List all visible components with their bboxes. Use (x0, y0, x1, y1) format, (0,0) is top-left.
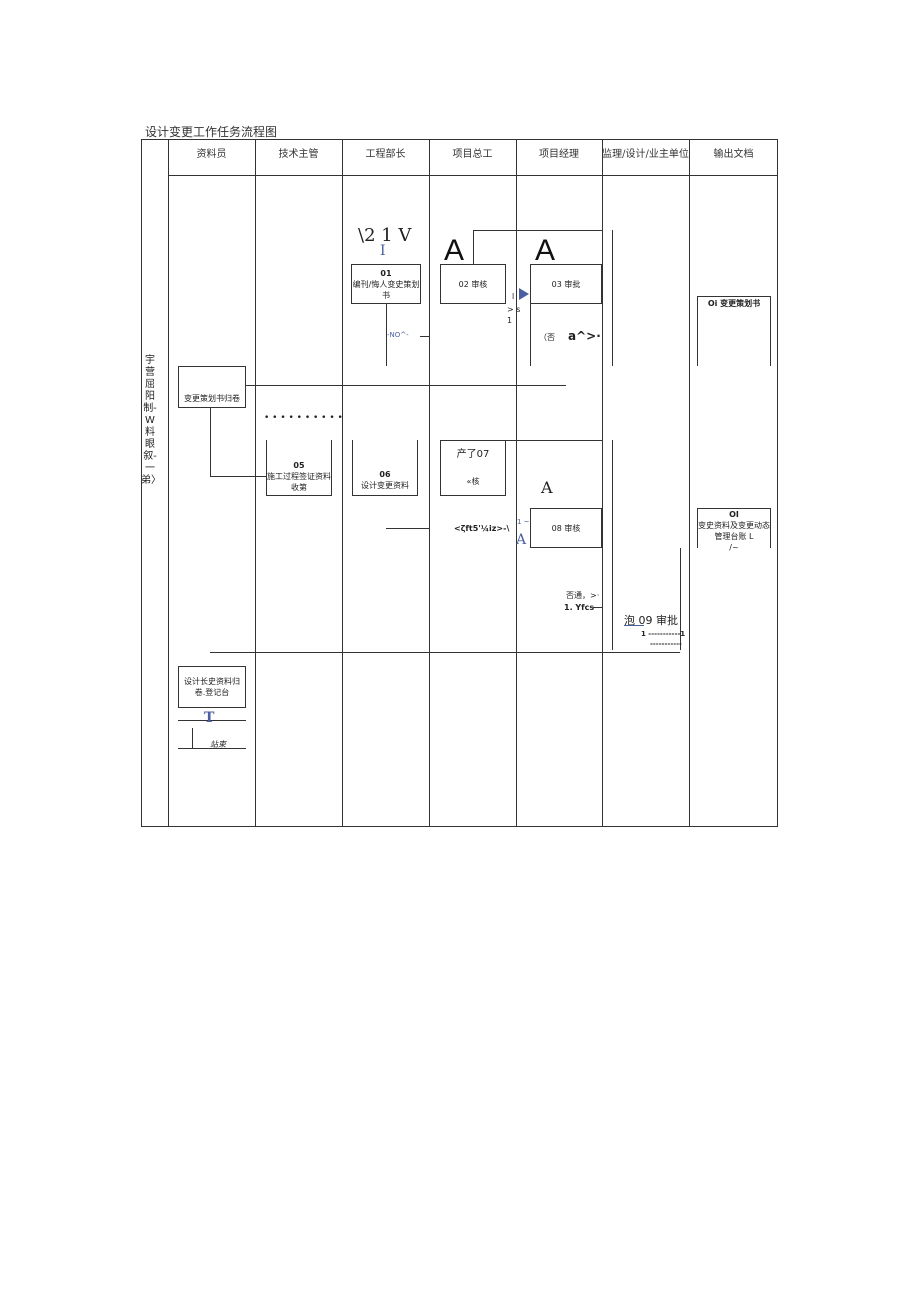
mark-s: > s (507, 305, 521, 314)
header-tech-lead: 技术主管 (278, 149, 319, 160)
mark-v21v: \2 1 V (358, 225, 412, 246)
node-label: 变更策划书归卷 (184, 394, 240, 403)
node-number: 01 (380, 268, 392, 278)
mark-one-tilde: 1 ~ (517, 518, 530, 526)
connector-line (420, 336, 430, 337)
connector-line (473, 230, 602, 231)
connector-line (593, 607, 603, 608)
col-divider (689, 139, 690, 827)
header-divider (168, 175, 778, 176)
output-change-ledger[interactable]: OI 变史资料及变更动态管理台账 L /~ (697, 508, 771, 552)
node-label: 施工过程签证资料收第 (267, 472, 331, 492)
node-07-review[interactable]: 产了07 «核 (440, 440, 506, 496)
node-label: 08 审核 (551, 523, 581, 533)
header-supervisor: 监理/设计/业主单位 (602, 149, 689, 160)
col-divider (168, 139, 169, 827)
col-divider (516, 139, 517, 827)
output-label: 变史资料及变更动态管理台账 L (698, 521, 770, 541)
col-divider (602, 139, 603, 827)
connector-line (506, 440, 602, 441)
node-number: 06 (379, 470, 391, 479)
connector-line (178, 720, 246, 721)
dash-line: ----------- (650, 640, 682, 648)
connector-line (612, 230, 613, 366)
col-divider (255, 139, 256, 827)
col-divider (429, 139, 430, 827)
mark-a-manager: A (535, 234, 556, 267)
connector-line (530, 304, 531, 366)
node-label: 02 审核 (458, 279, 488, 289)
node-number: 05 (293, 461, 305, 470)
row-divider (210, 652, 680, 653)
label-a-arrow: a^>· (568, 329, 601, 343)
diagram-title: 设计变更工作任务流程图 (145, 125, 278, 139)
dash-line: 1 -----------1 (641, 630, 686, 638)
node-archive-plan[interactable]: 变更策划书归卷 (178, 366, 246, 408)
connector-line (697, 508, 698, 548)
node-05-collect-visa[interactable]: 05 施工过程签证资料收第 (266, 440, 332, 496)
end-node[interactable]: 站束 (210, 740, 226, 749)
connector-line (386, 304, 387, 366)
connector-line (473, 230, 474, 264)
mark-i: I (380, 243, 386, 259)
header-engineering-head: 工程部长 (365, 149, 406, 160)
node-06-design-change[interactable]: 06 设计变更资料 (352, 440, 418, 496)
connector-line (178, 748, 246, 749)
connector-line (680, 548, 681, 650)
connector-line (192, 728, 193, 748)
node-archive-design-change[interactable]: 设计长史资料归卷.登记台 (178, 666, 246, 708)
node-01-compile-plan[interactable]: 01 编刊/悔人变史策划书 (351, 264, 421, 304)
flow-table (141, 139, 778, 827)
node-02-review[interactable]: 02 审核 (440, 264, 506, 304)
output-change-plan[interactable]: Oi 变更策划书 (697, 296, 771, 310)
mark-l: l (512, 292, 515, 301)
node-label: 设计长史资料归卷.登记台 (184, 677, 240, 697)
node-label: 03 审批 (551, 279, 581, 289)
node-label: 编刊/悔人变史策划书 (352, 279, 420, 300)
node-09-approve[interactable]: 泡 09 审批 (624, 614, 678, 627)
connector-line (624, 625, 644, 626)
connector-line (386, 528, 430, 529)
output-tail: /~ (729, 543, 739, 552)
connector-line (770, 296, 771, 366)
connector-line (210, 408, 211, 476)
connector-line (516, 278, 517, 304)
header-project-manager: 项目经理 (539, 149, 579, 160)
header-clerk: 资料员 (196, 149, 227, 160)
label-zft: <ζft5'¼iz>-\ (454, 524, 510, 533)
connector-line (770, 508, 771, 548)
node-number: 产了07 (456, 449, 490, 460)
mark-a-blue: A (516, 532, 527, 548)
label-no: -NO^- (387, 331, 409, 339)
mark-a-small: A (541, 478, 553, 497)
label-pass: 否通，>· (566, 591, 600, 600)
header-chief-engineer: 项目总工 (452, 149, 493, 160)
mark-one: 1 (507, 316, 513, 325)
node-label: 设计变更资料 (361, 481, 409, 490)
output-label: Oi 变更策划书 (707, 299, 761, 308)
connector-line (697, 296, 698, 366)
connector-line (210, 476, 266, 477)
output-number: OI (729, 510, 739, 519)
connector-line (612, 440, 613, 650)
header-output-docs: 输出文档 (713, 149, 754, 160)
arrow-right-icon (519, 288, 529, 300)
side-label: 宇营屈阳制-W 料眼叙-一弟〉 (141, 355, 161, 486)
mark-t: T (204, 710, 215, 726)
label-yfcs: 1. Yfcs (564, 603, 595, 612)
node-03-approve[interactable]: 03 审批 (530, 264, 602, 304)
connector-line (246, 385, 566, 386)
dotted-marker: • • • • • • • • • • (264, 413, 343, 423)
col-divider (342, 139, 343, 827)
node-label: «核 (466, 477, 480, 486)
label-reject: （否 (539, 333, 555, 342)
node-08-review[interactable]: 08 审核 (530, 508, 602, 548)
mark-a-chief: A (444, 234, 465, 267)
